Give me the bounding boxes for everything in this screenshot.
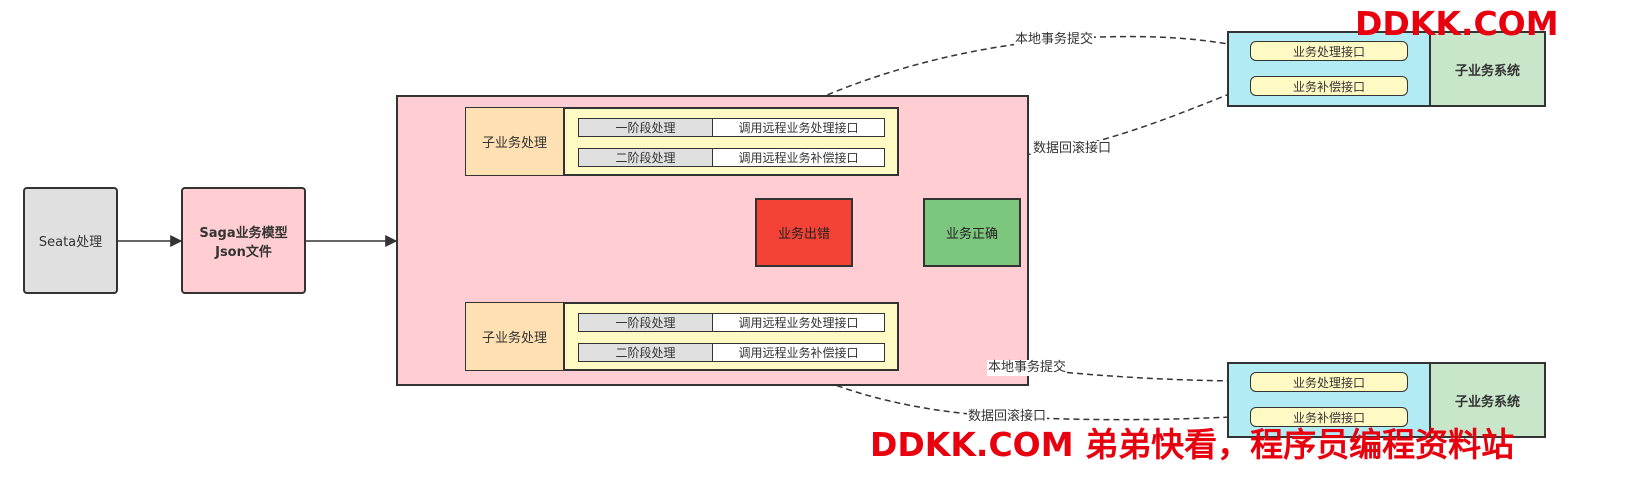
phase2-bottom: 二阶段处理: [578, 343, 713, 362]
subsystem-top: 子业务系统: [1429, 31, 1546, 107]
watermark-bottom: DDKK.COM 弟弟快看，程序员编程资料站: [870, 425, 1515, 464]
biz-error-label: 业务出错: [777, 227, 830, 242]
edge-local-commit-top: [799, 35, 1252, 108]
edge-label-local-commit-bottom: 本地事务提交: [987, 360, 1068, 376]
saga-label-line1: Saga业务模型: [199, 225, 288, 241]
call-compensate-bottom: 调用远程业务补偿接口: [712, 343, 885, 362]
subsystem-bottom: 子业务系统: [1429, 362, 1546, 438]
sub-task-top-label: 子业务处理: [481, 136, 547, 151]
process-api-bottom-label: 业务处理接口: [1292, 375, 1365, 390]
subsystem-bottom-label: 子业务系统: [1454, 394, 1520, 410]
saga-label-line2: Json文件: [215, 244, 272, 260]
phase1-top: 一阶段处理: [578, 118, 713, 137]
biz-ok-label: 业务正确: [945, 227, 998, 242]
seata-node: Seata处理: [23, 187, 118, 294]
phase1-bottom-label: 一阶段处理: [615, 316, 676, 330]
call-compensate-bottom-label: 调用远程业务补偿接口: [738, 346, 859, 360]
call-process-bottom-label: 调用远程业务处理接口: [738, 316, 859, 330]
call-process-top: 调用远程业务处理接口: [712, 118, 885, 137]
phase2-top-label: 二阶段处理: [615, 151, 676, 165]
phase1-bottom: 一阶段处理: [578, 313, 713, 332]
watermark-top: DDKK.COM: [1355, 4, 1559, 43]
compensate-api-bottom-label: 业务补偿接口: [1292, 410, 1365, 425]
sub-task-bottom: 子业务处理: [465, 302, 564, 371]
call-process-bottom: 调用远程业务处理接口: [712, 313, 885, 332]
compensate-api-bottom: 业务补偿接口: [1250, 407, 1408, 427]
biz-ok-node: 业务正确: [923, 198, 1021, 267]
phase2-bottom-label: 二阶段处理: [615, 346, 676, 360]
sub-task-top: 子业务处理: [465, 107, 564, 176]
compensate-api-top-label: 业务补偿接口: [1292, 79, 1365, 94]
call-compensate-top-label: 调用远程业务补偿接口: [738, 151, 859, 165]
compensate-api-top: 业务补偿接口: [1250, 76, 1408, 96]
edge-label-local-commit-top: 本地事务提交: [1014, 32, 1095, 48]
process-api-top: 业务处理接口: [1250, 41, 1408, 61]
phase1-top-label: 一阶段处理: [615, 121, 676, 135]
saga-model-node: Saga业务模型 Json文件: [181, 187, 306, 294]
call-process-top-label: 调用远程业务处理接口: [738, 121, 859, 135]
edge-label-rollback-bottom: 数据回滚接口: [967, 409, 1048, 425]
process-api-top-label: 业务处理接口: [1292, 44, 1365, 59]
subsystem-top-label: 子业务系统: [1454, 63, 1520, 79]
sub-task-bottom-label: 子业务处理: [481, 331, 547, 346]
phase2-top: 二阶段处理: [578, 148, 713, 167]
call-compensate-top: 调用远程业务补偿接口: [712, 148, 885, 167]
seata-label: Seata处理: [38, 235, 103, 250]
edge-label-rollback-top: 数据回滚接口: [1032, 141, 1113, 157]
biz-error-node: 业务出错: [755, 198, 853, 267]
process-api-bottom: 业务处理接口: [1250, 372, 1408, 392]
